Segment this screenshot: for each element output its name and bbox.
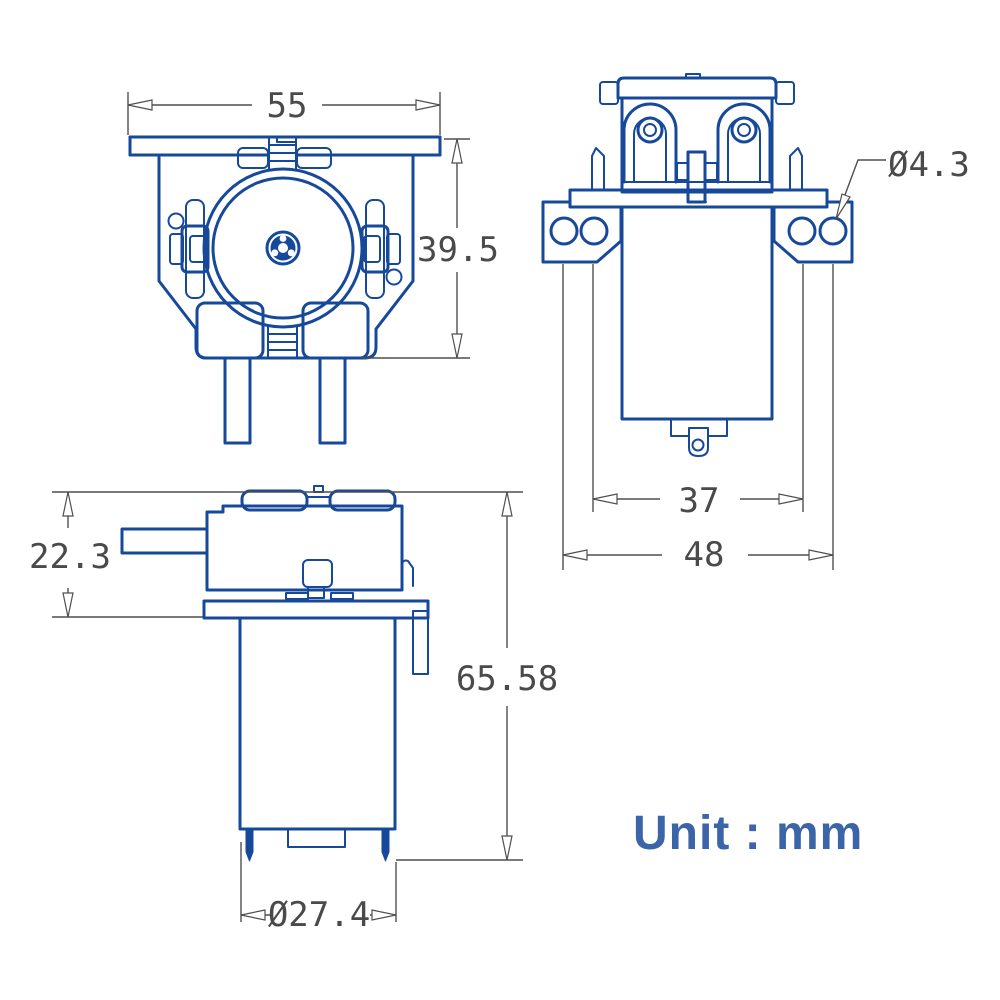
roller-tower-right <box>716 102 772 184</box>
dimension-annotations <box>52 92 886 922</box>
center-shaft <box>676 150 718 204</box>
side-clip-left <box>169 199 210 299</box>
mounting-wing-left <box>541 200 623 264</box>
motor-side <box>238 616 397 862</box>
head-cover <box>599 73 795 105</box>
tube-port-bottom <box>195 301 370 360</box>
rotor-icon <box>265 230 301 266</box>
dim-motor-diameter-text: Ø27.4 <box>268 895 370 935</box>
dim-hole-diameter-leader <box>835 159 886 220</box>
unit-label: Unit : mm <box>633 807 863 860</box>
mounting-wing-right <box>772 200 854 264</box>
front-view <box>128 135 442 445</box>
motor-body <box>620 205 774 421</box>
head-body <box>620 96 774 194</box>
dim-hole-spacing-inner <box>592 264 804 512</box>
tube-leg <box>223 356 347 445</box>
dim-head-height <box>52 491 523 618</box>
dim-front-width <box>127 92 441 135</box>
terminal-bracket <box>670 418 728 457</box>
screw-hole <box>167 212 403 286</box>
tube-port-top <box>237 136 332 171</box>
dim-hole-spacing-outer-text: 48 <box>684 535 725 575</box>
profile-view <box>120 485 430 862</box>
dim-front-height <box>362 138 470 359</box>
dim-overall-height-text: 65.58 <box>456 659 558 699</box>
side-clip-right <box>360 199 401 299</box>
dim-hole-diameter-text: Ø4.3 <box>888 145 970 185</box>
roller-tower-left <box>622 102 678 184</box>
mounting-flange <box>128 135 442 157</box>
dim-hole-spacing-outer <box>562 264 834 570</box>
dim-hole-spacing-inner-text: 37 <box>679 481 720 521</box>
head-top-caps <box>240 485 397 512</box>
side-view <box>541 73 854 457</box>
dim-head-height-text: 22.3 <box>29 537 111 577</box>
head-housing <box>120 504 414 600</box>
dim-motor-diameter <box>240 842 397 922</box>
dim-front-width-text: 55 <box>267 86 308 126</box>
dim-front-height-text: 39.5 <box>417 230 499 270</box>
dim-overall-height <box>396 491 523 861</box>
latch <box>591 147 803 191</box>
